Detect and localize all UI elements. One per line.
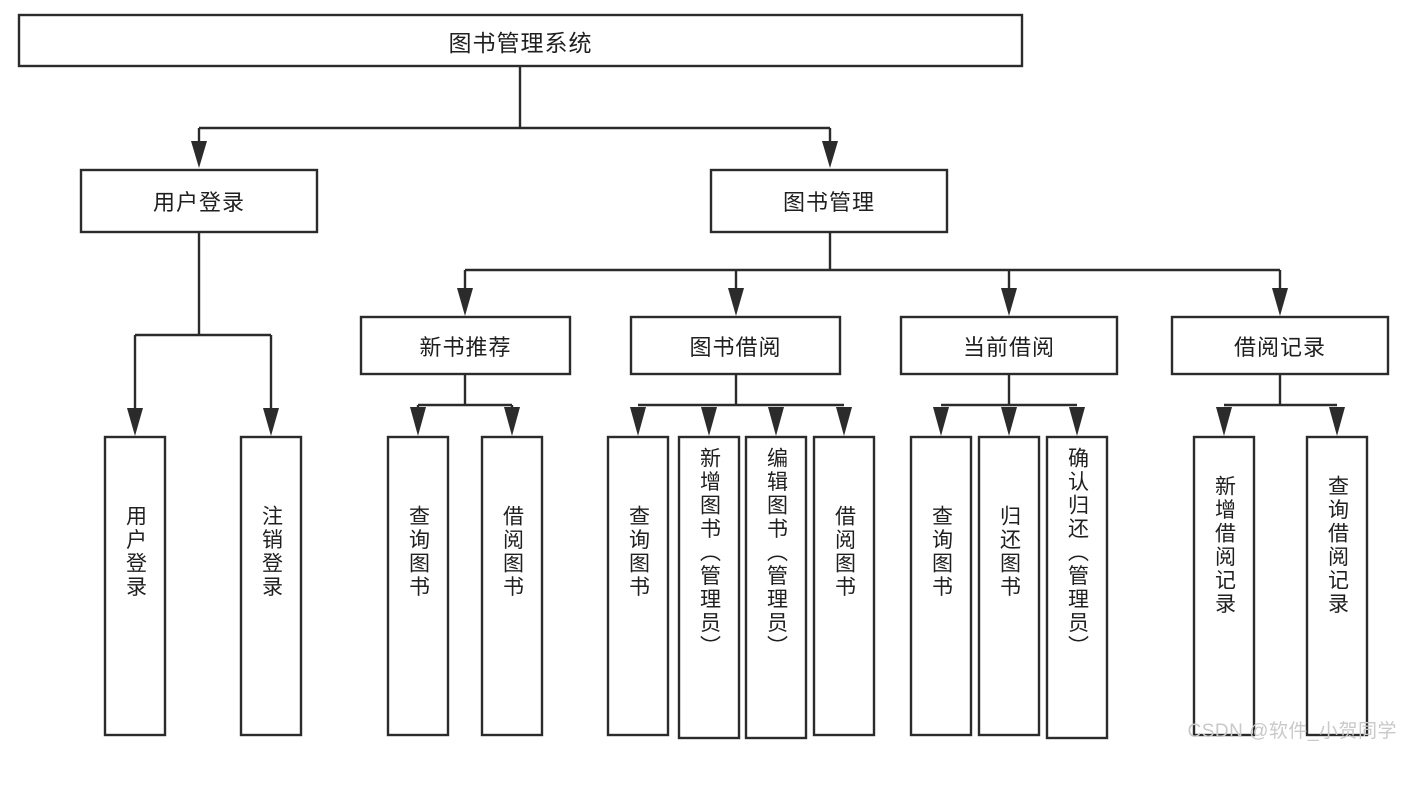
- node-user-login[interactable]: [79, 168, 319, 234]
- node-root-book-management-system[interactable]: [17, 13, 1024, 68]
- node-leaf-br-add-record[interactable]: [1192, 435, 1256, 737]
- node-leaf-bb-borrow-book[interactable]: [812, 435, 876, 737]
- arrow-to-borrow-record: [1272, 288, 1288, 316]
- node-leaf-bb-query-book[interactable]: [606, 435, 670, 737]
- arrow-cb-leaf1: [933, 407, 949, 436]
- node-leaf-bb-edit-book-admin[interactable]: [744, 435, 808, 740]
- arrow-bb-leaf3: [768, 407, 784, 436]
- node-leaf-cb-query-book[interactable]: [909, 435, 973, 737]
- node-new-book-recommend[interactable]: [359, 315, 572, 376]
- node-leaf-bb-add-book-admin[interactable]: [677, 435, 741, 740]
- node-current-borrow[interactable]: [899, 315, 1119, 376]
- node-leaf-user-login[interactable]: [103, 435, 167, 737]
- node-leaf-cb-confirm-return-admin[interactable]: [1045, 435, 1109, 740]
- arrow-bb-leaf4: [836, 407, 852, 436]
- arrow-to-book-borrow: [728, 288, 744, 316]
- node-book-management[interactable]: [709, 168, 949, 234]
- arrow-user-login-leaf1: [127, 408, 143, 436]
- arrow-nbr-leaf1: [410, 407, 426, 436]
- arrow-br-leaf2: [1329, 407, 1345, 436]
- arrow-cb-leaf3: [1069, 407, 1085, 436]
- node-leaf-br-query-record[interactable]: [1305, 435, 1369, 737]
- diagram-canvas: [17, 13, 1390, 740]
- arrow-to-current-borrow: [1001, 288, 1017, 316]
- arrow-to-new-book-recommend: [457, 288, 473, 316]
- arrow-user-login-leaf2: [263, 408, 279, 436]
- arrow-cb-leaf2: [1001, 407, 1017, 436]
- node-leaf-nbr-borrow-book[interactable]: [480, 435, 544, 737]
- arrow-bb-leaf1: [630, 407, 646, 436]
- arrow-nbr-leaf2: [504, 407, 520, 436]
- arrow-bb-leaf2: [701, 407, 717, 436]
- node-borrow-record[interactable]: [1170, 315, 1390, 376]
- arrow-br-leaf1: [1216, 407, 1232, 436]
- node-leaf-cb-return-book[interactable]: [977, 435, 1041, 737]
- node-leaf-nbr-query-book[interactable]: [386, 435, 450, 737]
- node-book-borrow[interactable]: [629, 315, 842, 376]
- node-leaf-logout-login[interactable]: [239, 435, 303, 737]
- arrow-to-book-management: [822, 141, 838, 168]
- flowchart-diagram: 图书管理系统 用户登录 图书管理 新书推荐 图书借阅 当前借阅 借阅记录 用户登…: [17, 13, 1397, 742]
- arrow-to-user-login: [191, 141, 207, 168]
